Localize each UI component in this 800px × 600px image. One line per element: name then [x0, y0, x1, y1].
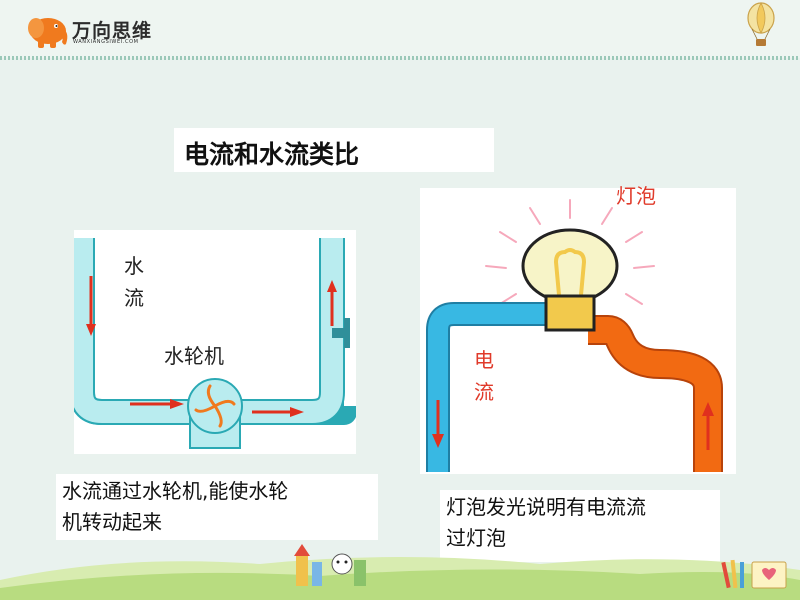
turbine-blades-icon	[194, 384, 236, 428]
bulb-circuit-illustration	[426, 199, 723, 472]
valve-stem	[332, 328, 348, 338]
bulb-caption-line2: 过灯泡	[446, 526, 506, 550]
current-label-line2: 流	[474, 380, 494, 404]
bulb-circuit-diagram: 灯泡 电 流	[420, 184, 736, 474]
current-arrows	[432, 400, 714, 450]
brand-name: 万向思维	[72, 20, 153, 42]
brand-domain: WANXIANGSIWEI.COM	[73, 39, 139, 45]
valve-handle	[344, 318, 350, 348]
page-title: 电流和水流类比	[184, 140, 360, 169]
header-rule	[0, 56, 800, 60]
title-box: 电流和水流类比	[174, 128, 494, 172]
bulb-glass	[521, 228, 619, 304]
water-label-line1: 水	[124, 254, 144, 278]
water-caption-line2: 机转动起来	[62, 510, 162, 534]
water-circuit-illustration	[74, 238, 356, 449]
flow-arrows	[86, 276, 337, 417]
bulb-caption-line1: 灯泡发光说明有电流流	[446, 495, 646, 519]
water-flow-diagram: 水 流 水轮机	[74, 230, 356, 454]
wheel-label: 水轮机	[164, 344, 224, 368]
water-label-line2: 流	[124, 286, 144, 310]
water-caption: 水流通过水轮机,能使水轮 机转动起来	[56, 474, 378, 540]
pencils-icon	[721, 559, 787, 589]
header-band	[0, 0, 800, 58]
bulb-base	[544, 294, 596, 332]
bulb-caption: 灯泡发光说明有电流流 过灯泡	[440, 490, 720, 562]
cartoon-animals-icon	[294, 544, 366, 586]
water-caption-line1: 水流通过水轮机,能使水轮	[62, 479, 289, 503]
current-label-line1: 电	[474, 348, 494, 372]
footer-decoration	[0, 544, 800, 600]
elephant-logo-icon	[28, 18, 68, 48]
hot-air-balloon-icon	[747, 2, 775, 46]
bulb-label: 灯泡	[616, 184, 656, 208]
